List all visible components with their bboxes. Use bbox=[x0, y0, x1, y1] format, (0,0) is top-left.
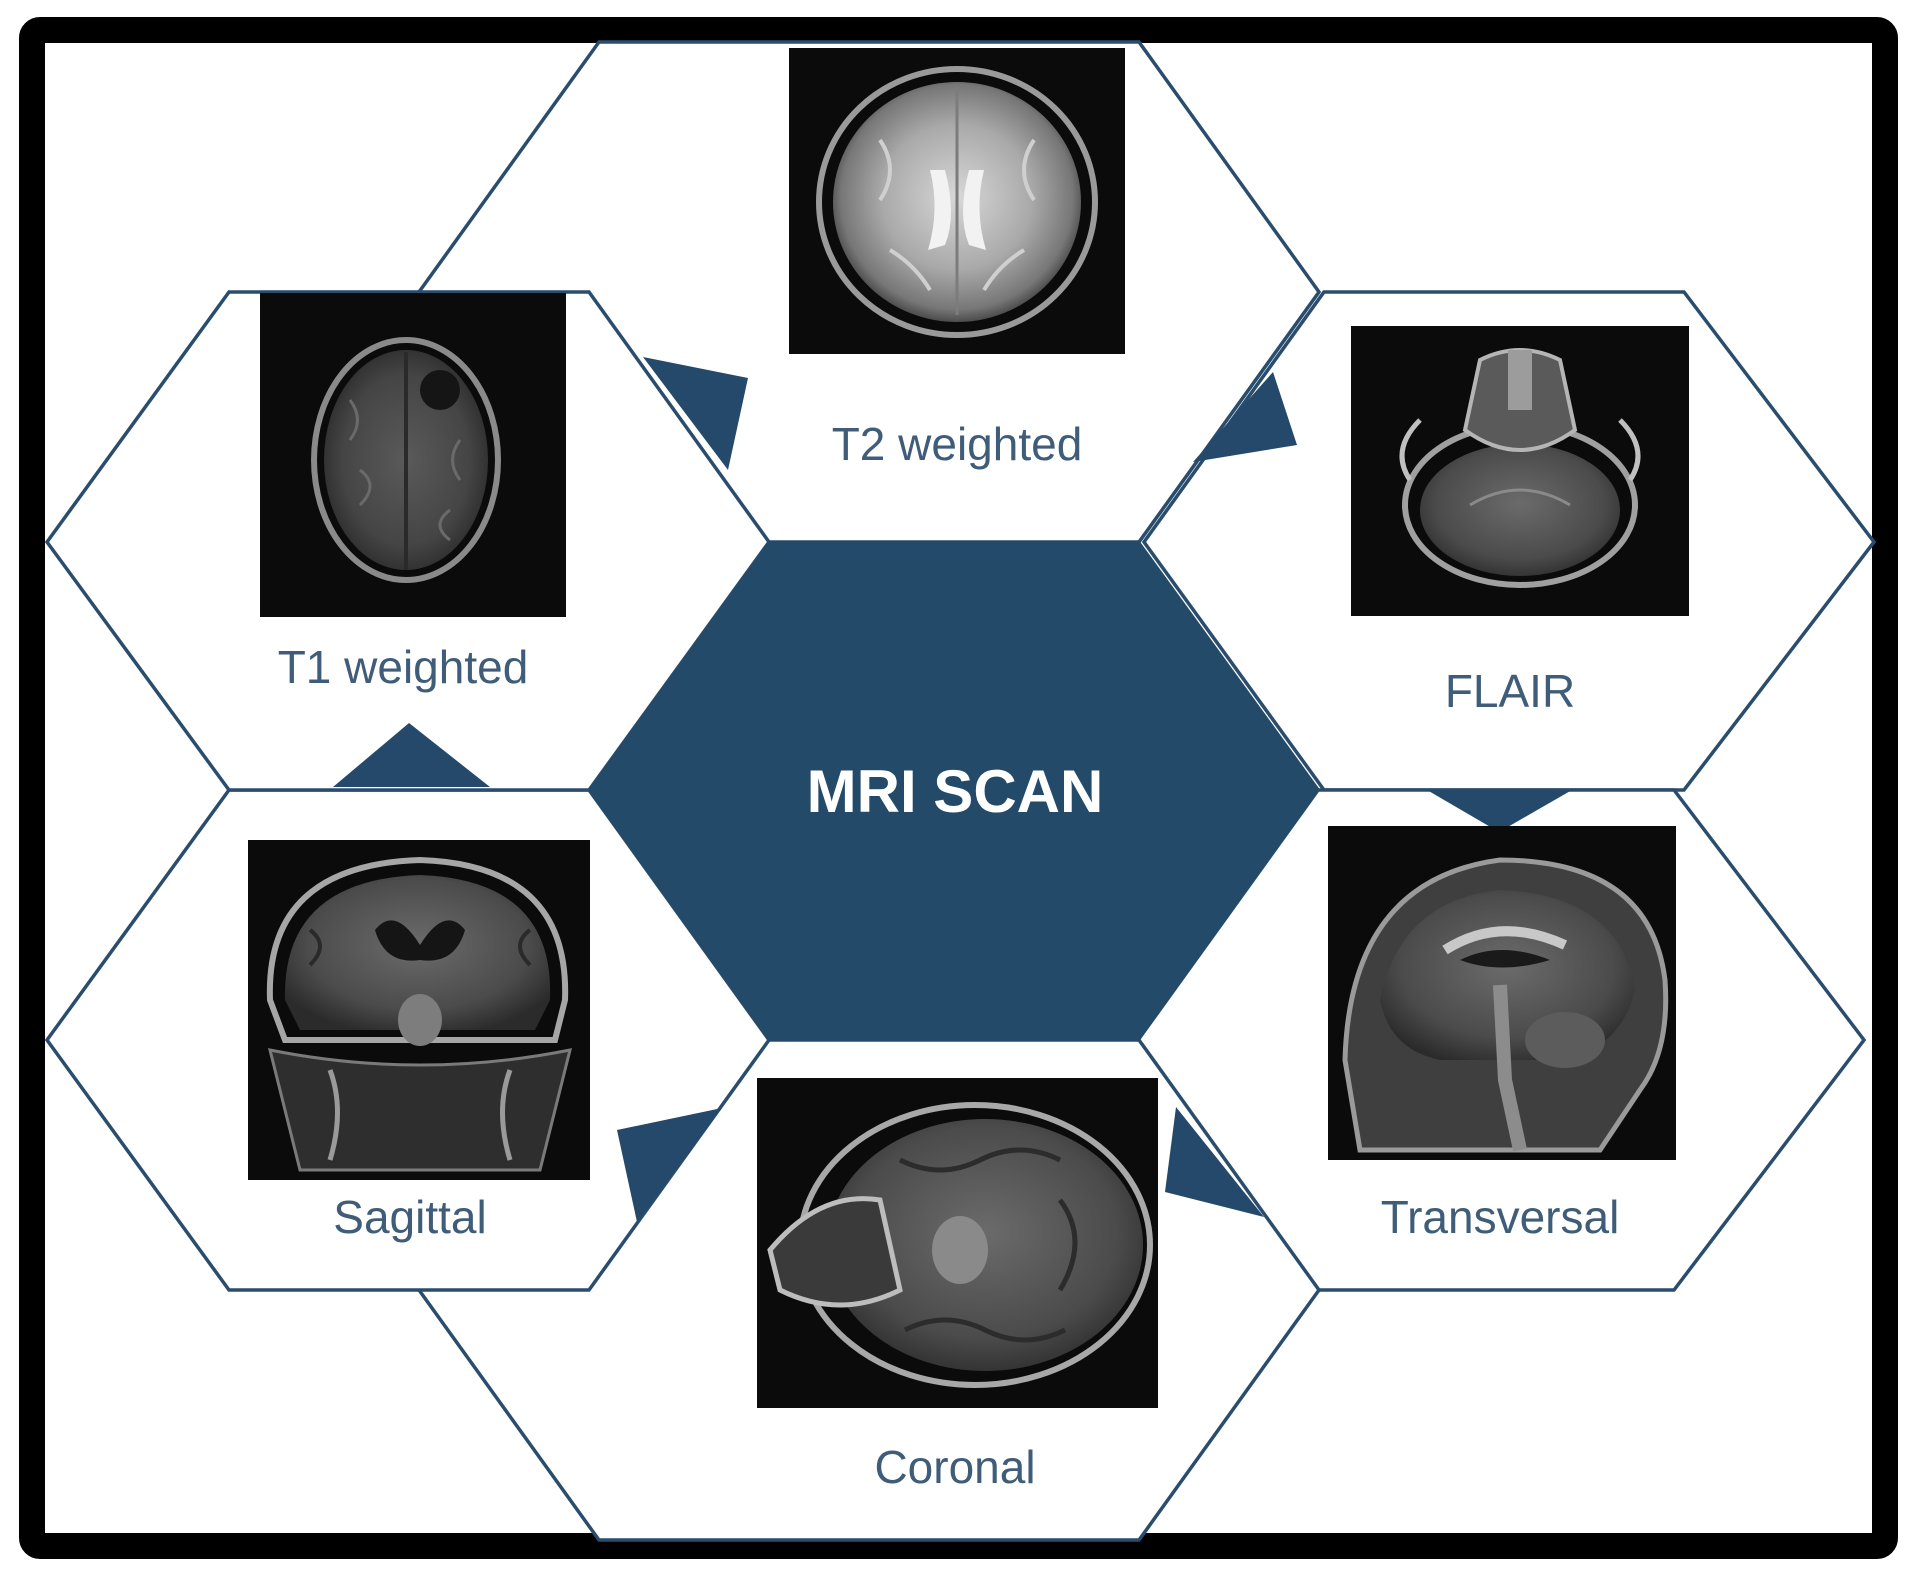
label-transversal: Transversal bbox=[1381, 1191, 1620, 1243]
arrow-transversal-to-coronal bbox=[1165, 1107, 1264, 1217]
label-t1-weighted: T1 weighted bbox=[278, 641, 529, 693]
axial-t1-brain-scan bbox=[260, 293, 566, 617]
center-label: MRI SCAN bbox=[807, 758, 1104, 825]
label-sagittal: Sagittal bbox=[333, 1191, 486, 1243]
label-flair: FLAIR bbox=[1445, 665, 1575, 717]
arrow-t1-to-t2 bbox=[643, 357, 748, 470]
arrow-flair-to-transversal bbox=[1427, 790, 1572, 832]
axial-flair-skull-base-scan bbox=[1351, 326, 1689, 616]
coronal-brain-scan bbox=[248, 840, 590, 1180]
arrow-t2-to-flair bbox=[1193, 372, 1297, 462]
arrow-coronal-to-sagittal bbox=[617, 1108, 722, 1222]
arrow-sagittal-to-t1 bbox=[333, 723, 490, 787]
oblique-axial-brain-scan bbox=[757, 1078, 1158, 1408]
label-coronal: Coronal bbox=[874, 1441, 1035, 1493]
midline-sagittal-head-scan bbox=[1328, 826, 1676, 1160]
label-t2-weighted: T2 weighted bbox=[832, 418, 1083, 470]
hex-center bbox=[587, 541, 1321, 1041]
outer-frame bbox=[19, 17, 1898, 1559]
axial-t2-brain-scan bbox=[789, 48, 1125, 354]
